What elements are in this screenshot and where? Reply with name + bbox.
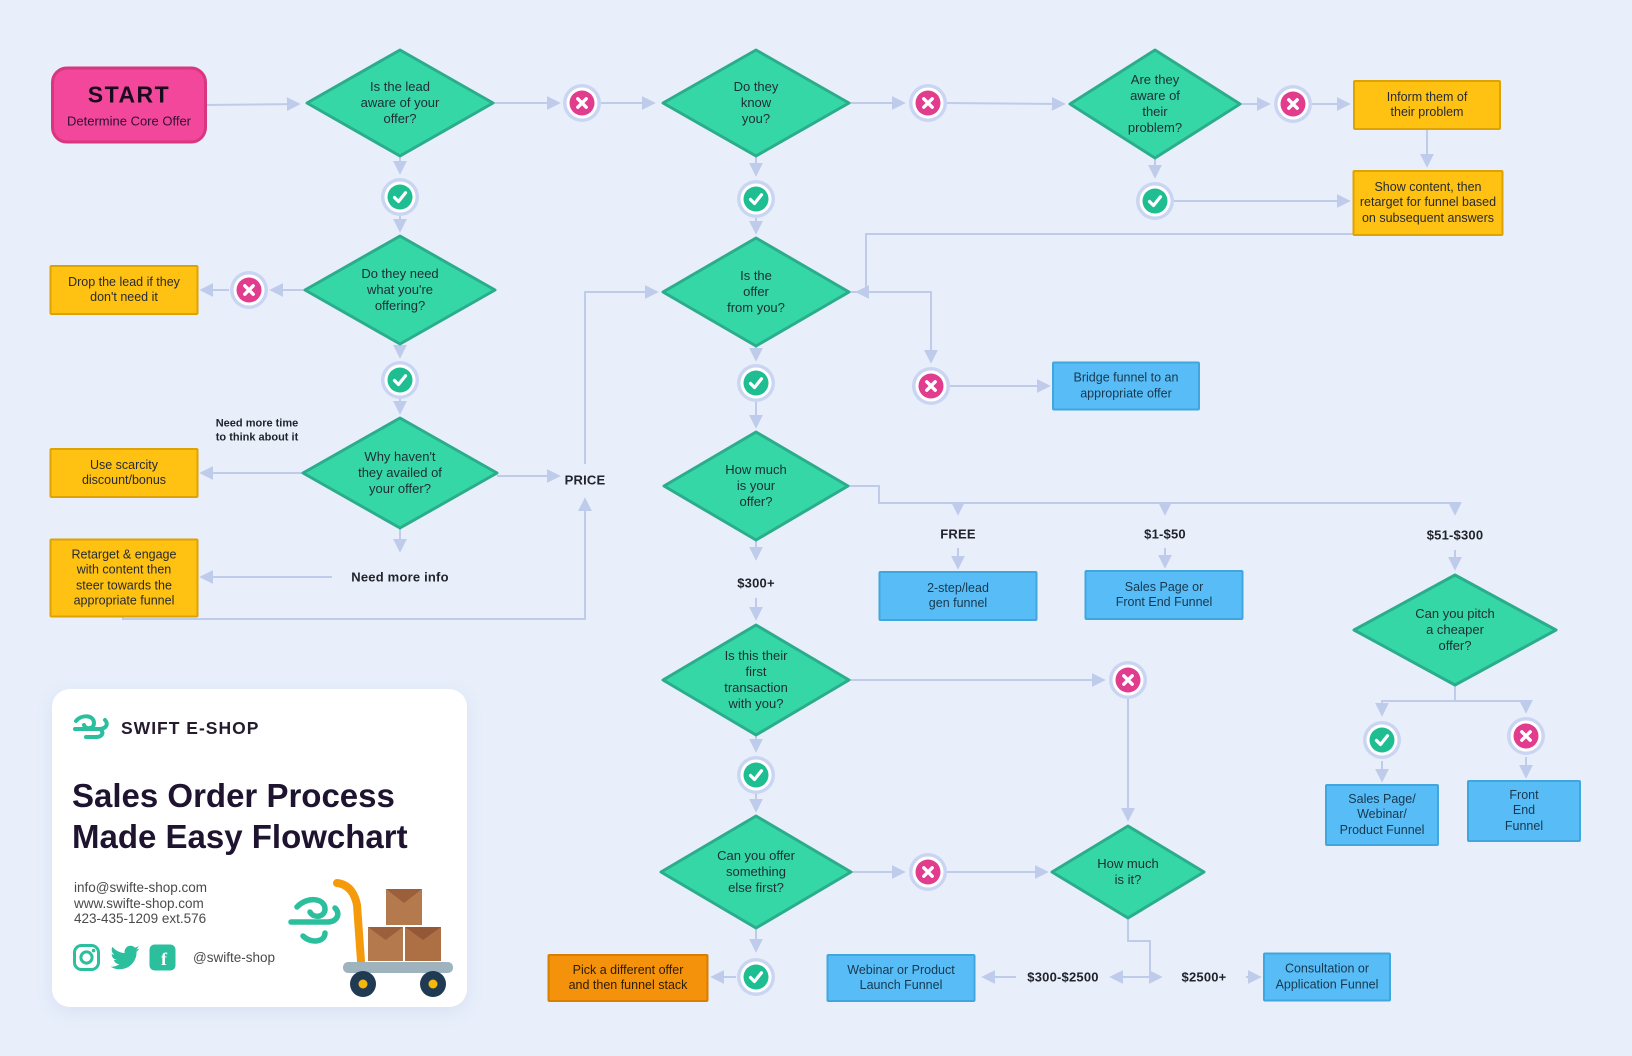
cart-platform [343, 962, 453, 973]
check-icon [737, 364, 775, 402]
decision-shape-do-they-need [303, 234, 497, 346]
connector-line [584, 285, 659, 464]
decision-shape-offer-from-you [661, 236, 851, 348]
check-icon [737, 756, 775, 794]
decision-shape-how-much-is-it [1050, 824, 1206, 920]
shapes-layer [301, 48, 1558, 930]
cross-icon [909, 853, 947, 891]
connector-line [203, 97, 301, 112]
connector-line [122, 497, 592, 620]
check-icon [1136, 182, 1174, 220]
check-icon [1363, 721, 1401, 759]
card-title: Sales Order Process Made Easy Flowchart [72, 775, 408, 857]
cross-icon [563, 84, 601, 122]
decision-shape-do-they-know-you [661, 48, 851, 158]
brand-name: SWIFT E-SHOP [121, 717, 260, 738]
twitter-icon [110, 945, 140, 970]
social-row: f @swifte-shop [72, 943, 275, 972]
contact-email: info@swifte-shop.com [74, 880, 208, 895]
facebook-icon: f [149, 944, 176, 971]
decision-shape-aware-of-problem [1068, 48, 1242, 160]
social-handle: @swifte-shop [193, 950, 275, 965]
edges-layer [122, 96, 1533, 984]
cross-icon [1274, 85, 1312, 123]
instagram-icon [73, 944, 100, 971]
check-icon [737, 958, 775, 996]
connector-line [849, 291, 938, 364]
connector-line [855, 233, 1368, 299]
contact-phone: 423-435-1209 ext.576 [74, 911, 207, 926]
check-icon [381, 178, 419, 216]
svg-text:f: f [161, 949, 168, 969]
connector-line [1127, 918, 1151, 977]
card-title-line1: Sales Order Process [72, 777, 395, 814]
decision-shape-can-offer-else [659, 814, 853, 930]
decision-shape-why-havent-availed [301, 416, 499, 530]
decision-shape-lead-aware-offer [305, 48, 495, 158]
contact-block: info@swifte-shop.com www.swifte-shop.com… [74, 880, 207, 927]
brand-row: SWIFT E-SHOP [72, 711, 259, 745]
decision-shape-first-transaction [661, 623, 851, 737]
connector-line [1455, 699, 1533, 714]
cross-icon [909, 84, 947, 122]
connector-line [1375, 700, 1455, 717]
connector-line [848, 485, 1462, 516]
cross-icon [912, 367, 950, 405]
decision-shape-pitch-cheaper [1352, 573, 1558, 687]
cart-wheels [350, 971, 446, 997]
contact-website: www.swifte-shop.com [74, 895, 204, 911]
cross-icon [230, 271, 268, 309]
cart-illustration [288, 879, 453, 997]
connector-line [946, 96, 1066, 111]
check-icon [737, 180, 775, 218]
brand-card: SWIFT E-SHOP Sales Order Process Made Ea… [52, 689, 467, 1007]
cross-icon [1507, 717, 1545, 755]
wind-logo-icon [73, 714, 109, 739]
card-title-line2: Made Easy Flowchart [72, 818, 408, 855]
cross-icon [1109, 661, 1147, 699]
decision-shape-how-much-offer [662, 430, 850, 542]
icons-layer [230, 84, 1545, 996]
wind-swirl-illustration [288, 897, 341, 944]
cart-handle [333, 879, 365, 965]
check-icon [381, 361, 419, 399]
cart-boxes [368, 889, 441, 961]
